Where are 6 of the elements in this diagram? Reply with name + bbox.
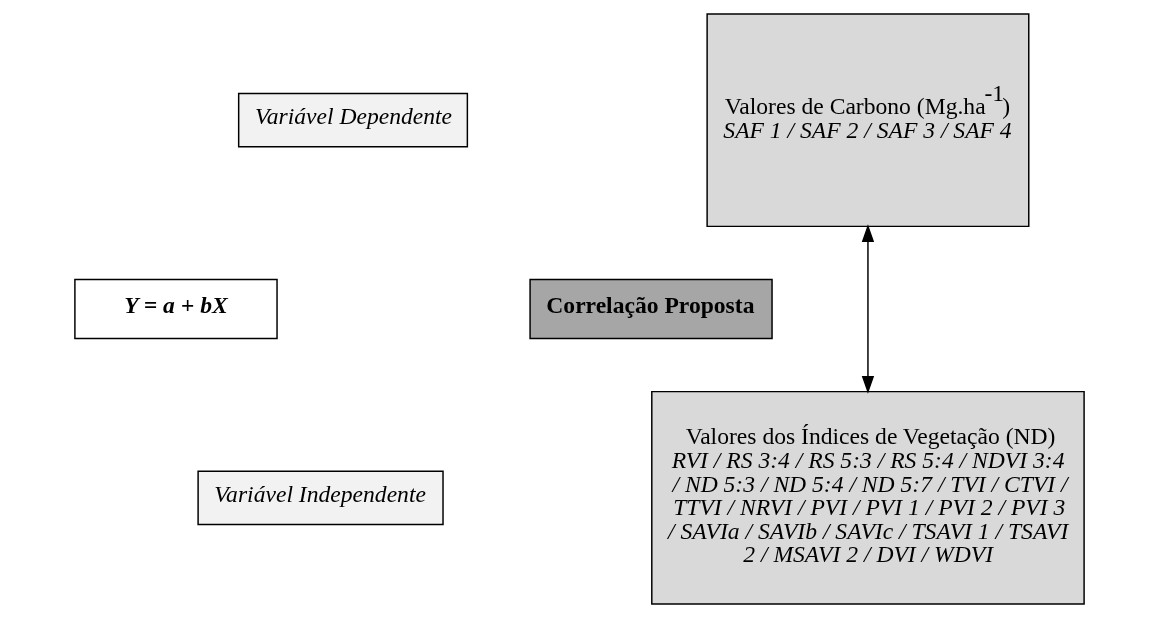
arrow	[861, 224, 874, 394]
node-box: Variável Independente	[196, 470, 444, 526]
node-box: Correlação Proposta	[528, 278, 773, 340]
node-box: Variável Dependente	[237, 92, 468, 148]
node-box: Valores dos Índices de Vegetação (ND) RVI / RS 3:4 / RS 5:3 / RS 5:4 / NDVI 3:4 / ND 5:3 / ND 5:4 / ND 5:7 / TVI / CTVI / TTVI / NRVI / PVI / PVI 1 / PVI 2 / PVI 3 / SAVIa / SAVIb / SAVIc / TSAVI 1 / TSAVI 2 / MSAVI 2 / DVI / WDVI	[650, 390, 1085, 605]
node-box: Y = a + bX	[73, 278, 278, 340]
